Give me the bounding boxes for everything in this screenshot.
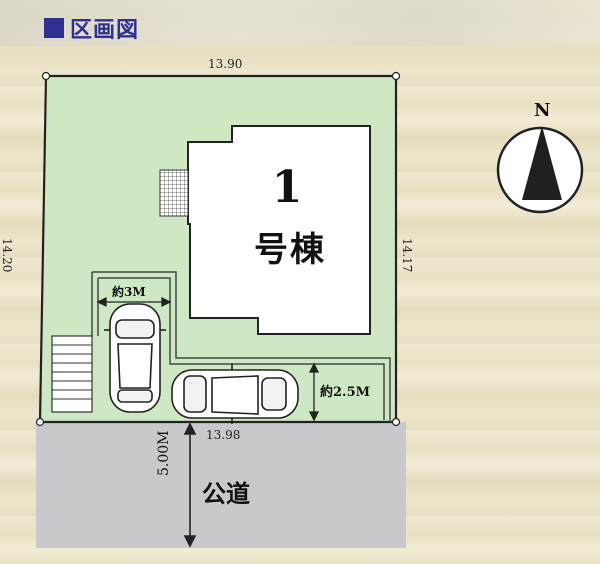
corner-marker-tr xyxy=(391,71,401,81)
entrance-steps xyxy=(51,335,93,413)
public-road xyxy=(36,422,406,548)
parking-outline-inner xyxy=(98,277,385,420)
corner-marker-br xyxy=(391,417,401,427)
car-horizontal xyxy=(171,364,299,424)
parking-outline-outer xyxy=(92,271,391,422)
parking-width-label: 約3M xyxy=(112,285,146,299)
compass xyxy=(496,126,584,214)
right-depth-label: 14.17 xyxy=(400,238,414,273)
title-square-icon xyxy=(44,18,64,38)
page-title: 区画図 xyxy=(44,12,139,44)
compass-north-label: N xyxy=(534,100,551,121)
road-width-dimension xyxy=(183,422,197,548)
compass-arrow-icon xyxy=(522,126,562,200)
house-footprint xyxy=(187,125,371,335)
parking-depth-label: 約2.5M xyxy=(320,385,371,400)
bottom-width-label: 13.98 xyxy=(206,428,241,442)
title-text: 区画図 xyxy=(70,17,140,43)
top-width-label: 13.90 xyxy=(208,57,243,71)
road-width-label: 5.00M xyxy=(156,430,172,476)
corner-marker-bl xyxy=(35,417,45,427)
building-number: 1 xyxy=(271,162,303,213)
left-depth-label: 14.20 xyxy=(0,238,14,273)
header-photo-strip xyxy=(0,0,600,46)
building-label: 号棟 xyxy=(254,230,326,270)
parking-depth-dimension xyxy=(308,362,320,422)
balcony-hatch xyxy=(159,169,189,217)
parking-width-dimension xyxy=(96,296,172,308)
corner-marker-tl xyxy=(41,71,51,81)
car-vertical xyxy=(104,303,166,413)
road-label: 公道 xyxy=(202,479,250,508)
